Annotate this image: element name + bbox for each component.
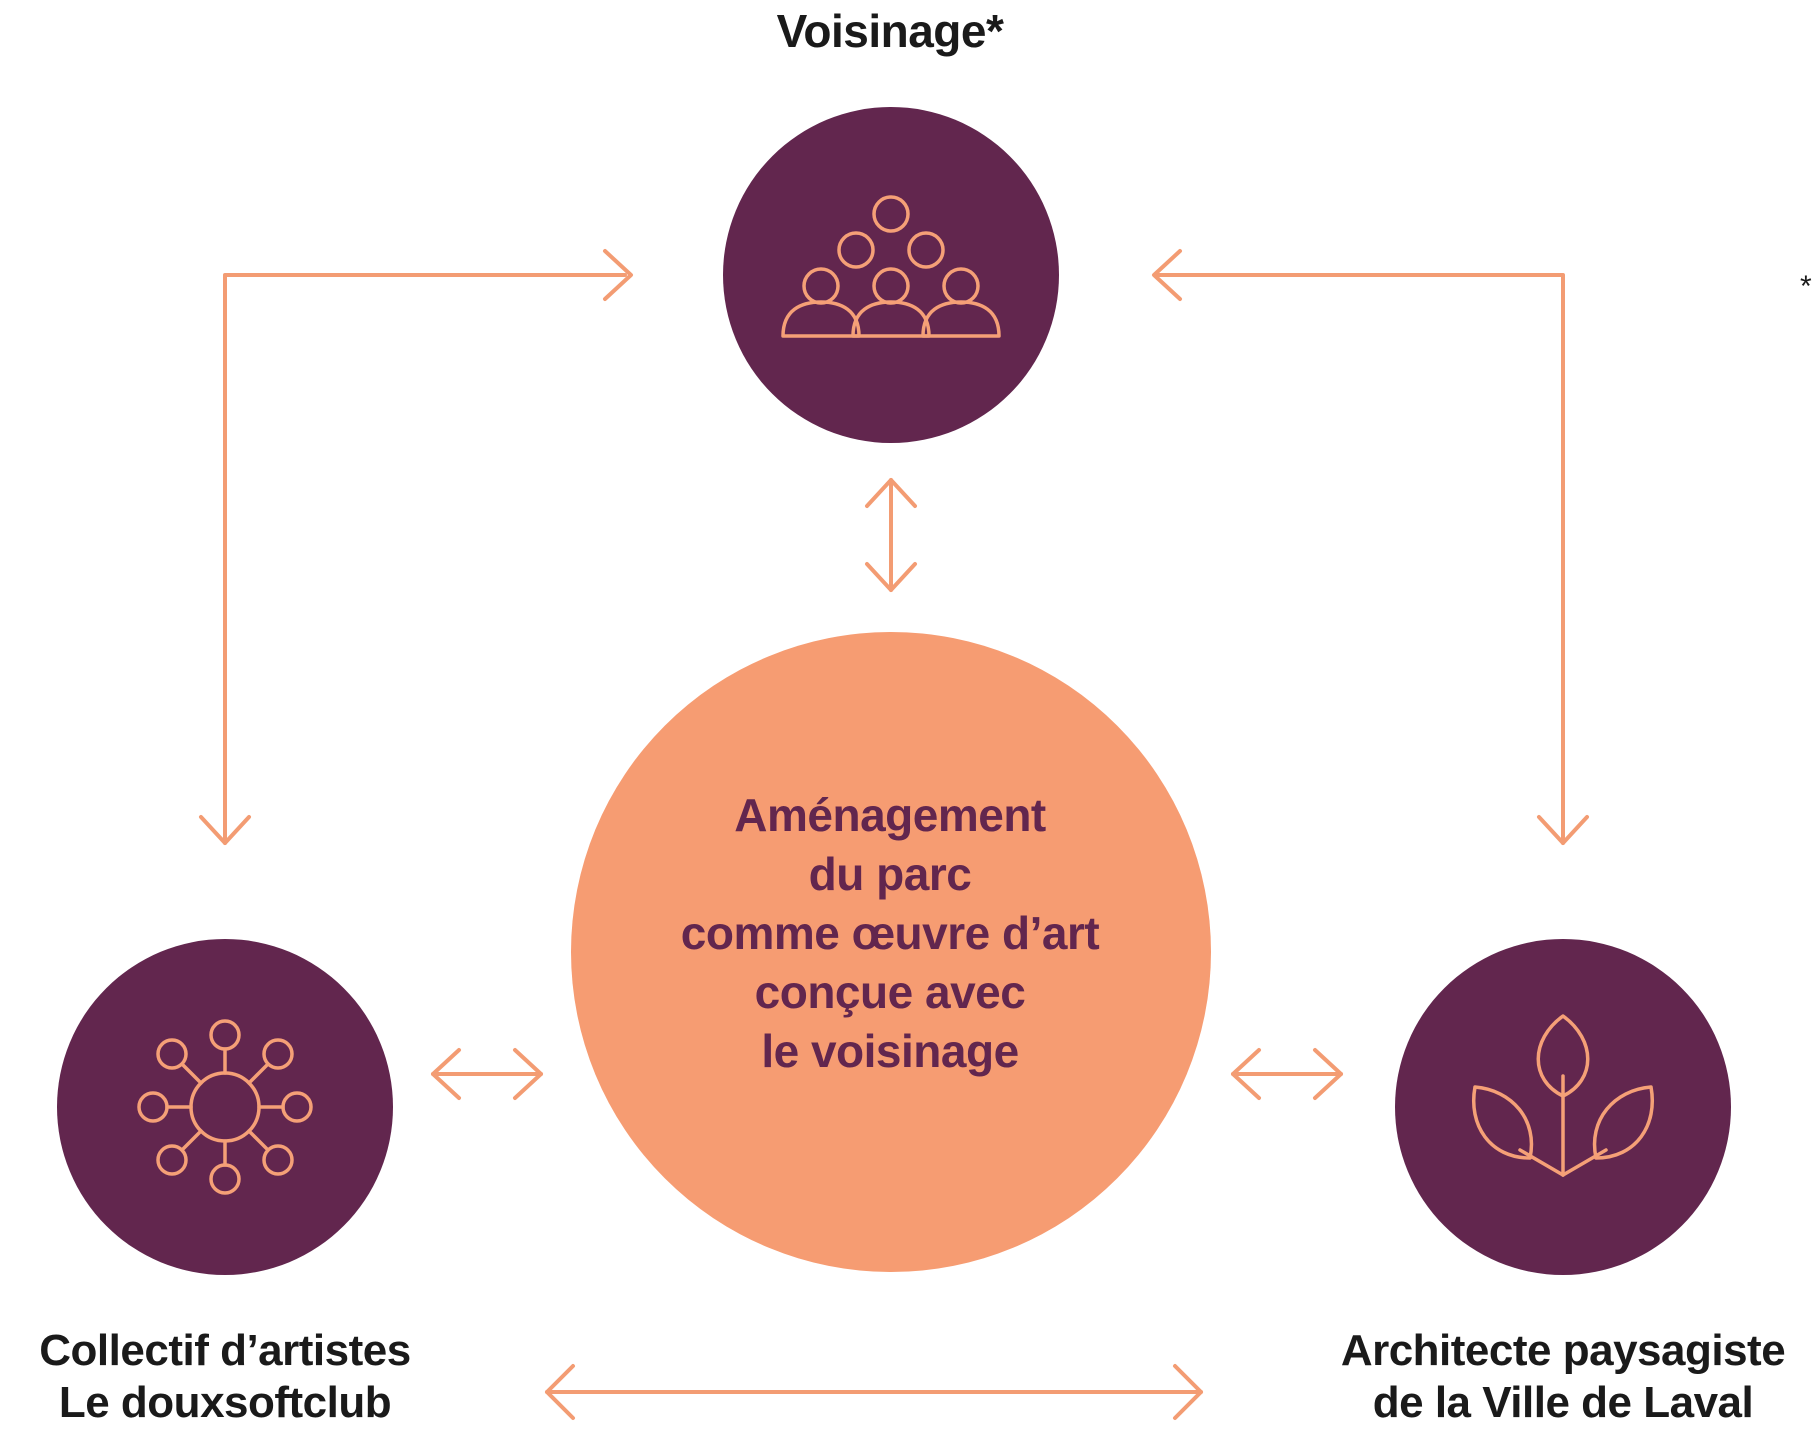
center-label-line-5: le voisinage	[761, 1024, 1019, 1077]
people-group-icon	[781, 195, 1001, 338]
node-right-label-line-1: Architecte paysagiste	[1340, 1326, 1786, 1375]
node-top-circle	[723, 107, 1059, 443]
node-top-label: Voisinage*	[670, 4, 1110, 58]
network-hub-icon	[137, 1019, 313, 1195]
center-label-line-4: conçue avec	[754, 965, 1026, 1018]
center-label-line-1: Aménagement	[734, 789, 1046, 841]
node-left-label: Collectif d’artistes Le douxsoftclub	[0, 1325, 450, 1429]
center-label-line-2: du parc	[808, 847, 972, 900]
node-top-label-line: Voisinage*	[776, 5, 1004, 57]
arrowhead-into-top-from-left	[603, 249, 633, 301]
arrowhead-into-left-from-top	[199, 815, 251, 845]
node-left-label-line-2: Le douxsoftclub	[58, 1377, 392, 1427]
connector-right-top	[1152, 249, 1589, 845]
leaf-plant-icon	[1472, 1014, 1654, 1177]
arrowhead-into-top-from-right	[1152, 249, 1182, 301]
node-center-circle	[571, 632, 1211, 1272]
node-right-label: Architecte paysagiste de la Ville de Lav…	[1310, 1325, 1816, 1429]
node-left-circle	[57, 939, 393, 1275]
center-label-line-3: comme œuvre d’art	[680, 906, 1100, 959]
center-node-label: Aménagement du parc comme œuvre d’art co…	[610, 786, 1170, 1080]
arrowhead-into-right-from-top	[1537, 815, 1589, 845]
node-left-label-line-1: Collectif d’artistes	[39, 1326, 411, 1375]
connector-left-center	[431, 1048, 543, 1100]
connector-left-right	[545, 1364, 1203, 1420]
connector-left-top	[199, 249, 633, 845]
connector-top-center	[865, 478, 917, 592]
node-right-label-line-2: de la Ville de Laval	[1372, 1377, 1754, 1427]
connector-center-right	[1231, 1048, 1343, 1100]
footnote-marker: *	[1800, 270, 1812, 303]
